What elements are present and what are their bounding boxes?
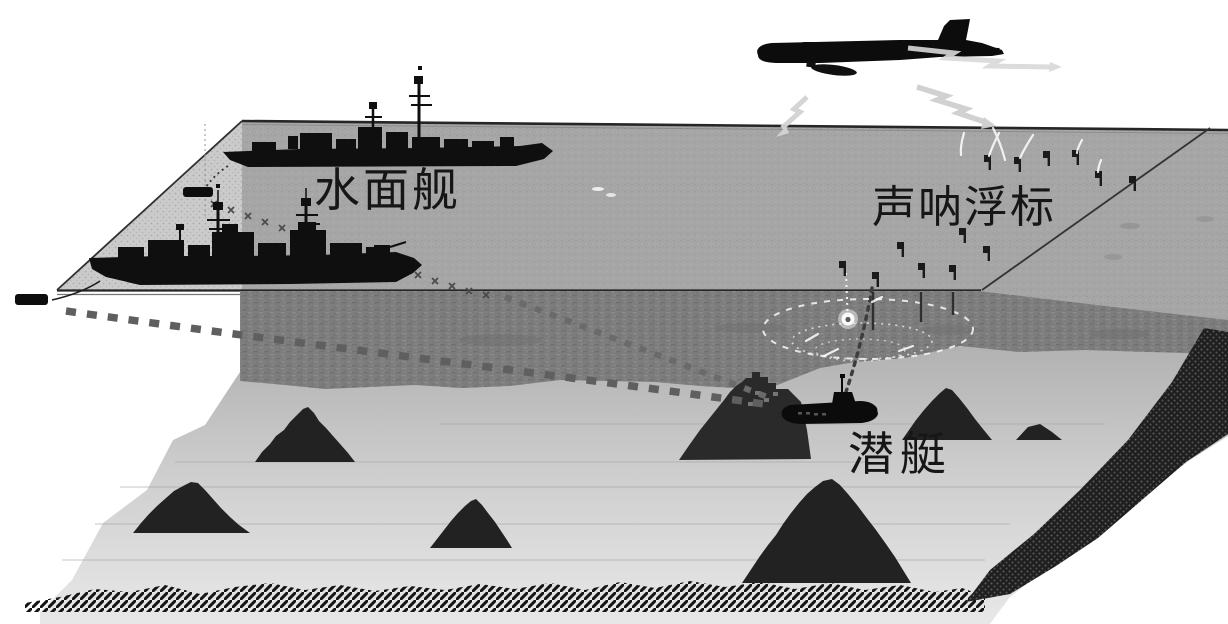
- splash-streaks: [804, 126, 1103, 358]
- ship-hull: [89, 252, 422, 285]
- sonobuoy-field: [762, 126, 1136, 362]
- lightning-bolt-icon: [916, 84, 986, 125]
- dropped-sonobuoy: [806, 60, 857, 76]
- warship-upper: [223, 66, 553, 167]
- submarine-sail: [832, 392, 856, 404]
- lightning-bolt-icon: [780, 95, 809, 130]
- surface-top-edge-shadow: [241, 124, 1228, 134]
- submarine-hull-windows: [798, 412, 826, 416]
- bolt-tip: [776, 126, 789, 137]
- towed-array-body: [183, 187, 213, 197]
- label-submarine: 潜艇: [848, 429, 952, 480]
- bolt-tip: [981, 117, 996, 129]
- engine-nacelle: [802, 42, 817, 51]
- seamount: [255, 407, 355, 462]
- distant-wave-smudge: [1120, 222, 1140, 230]
- seamount-small: [1016, 424, 1062, 440]
- signal-bolts: [776, 45, 1062, 137]
- aircraft-group: [757, 19, 1062, 137]
- periscope-head: [840, 374, 845, 378]
- towed-array-body: [15, 294, 48, 305]
- bolt-tip: [1049, 62, 1062, 72]
- propeller: [794, 43, 802, 51]
- surface-right-edge: [981, 127, 1211, 291]
- sonar-ring-mid: [791, 322, 933, 360]
- buoy-cables: [871, 292, 955, 330]
- seamount-peak-holes: [748, 391, 778, 406]
- surface-left-edge: [56, 120, 243, 291]
- label-sonobuoy: 声呐浮标: [872, 183, 1056, 232]
- seamount: [133, 482, 250, 533]
- seamounts: [133, 372, 1062, 583]
- sonar-ring-outer: [762, 298, 974, 360]
- surface-top-edge: [241, 119, 1228, 132]
- buoy-contact-dotted: [844, 286, 874, 394]
- label-surface-ship: 水面舰: [314, 165, 461, 216]
- deep-band-streaks: [458, 323, 1150, 346]
- canyon-slope: [966, 328, 1228, 602]
- active-buoy-cable-dotted: [845, 272, 849, 312]
- water-glint: [592, 187, 604, 191]
- water-glint: [606, 193, 616, 197]
- distant-wave-smudge: [1196, 216, 1214, 222]
- active-buoy-core: [845, 316, 851, 323]
- submarine-silhouette: [781, 374, 878, 424]
- lightning-bolt-icon: [907, 45, 1051, 70]
- detection-trails: [15, 165, 874, 408]
- seabed-hatch-strip: [25, 581, 985, 612]
- propeller: [830, 46, 838, 54]
- seamount: [742, 479, 911, 583]
- submarine-hull: [781, 401, 878, 424]
- tow-cable: [51, 280, 101, 301]
- engine-nacelle: [838, 45, 853, 54]
- seamount: [430, 499, 512, 548]
- white-corner: [990, 436, 1228, 624]
- distant-wave-smudge: [1104, 254, 1122, 260]
- warship-lower: [89, 184, 422, 285]
- surface-ships: [89, 66, 553, 285]
- bow-gun: [374, 245, 390, 253]
- seamount: [902, 388, 992, 440]
- tow-cable-dotted: [205, 165, 229, 188]
